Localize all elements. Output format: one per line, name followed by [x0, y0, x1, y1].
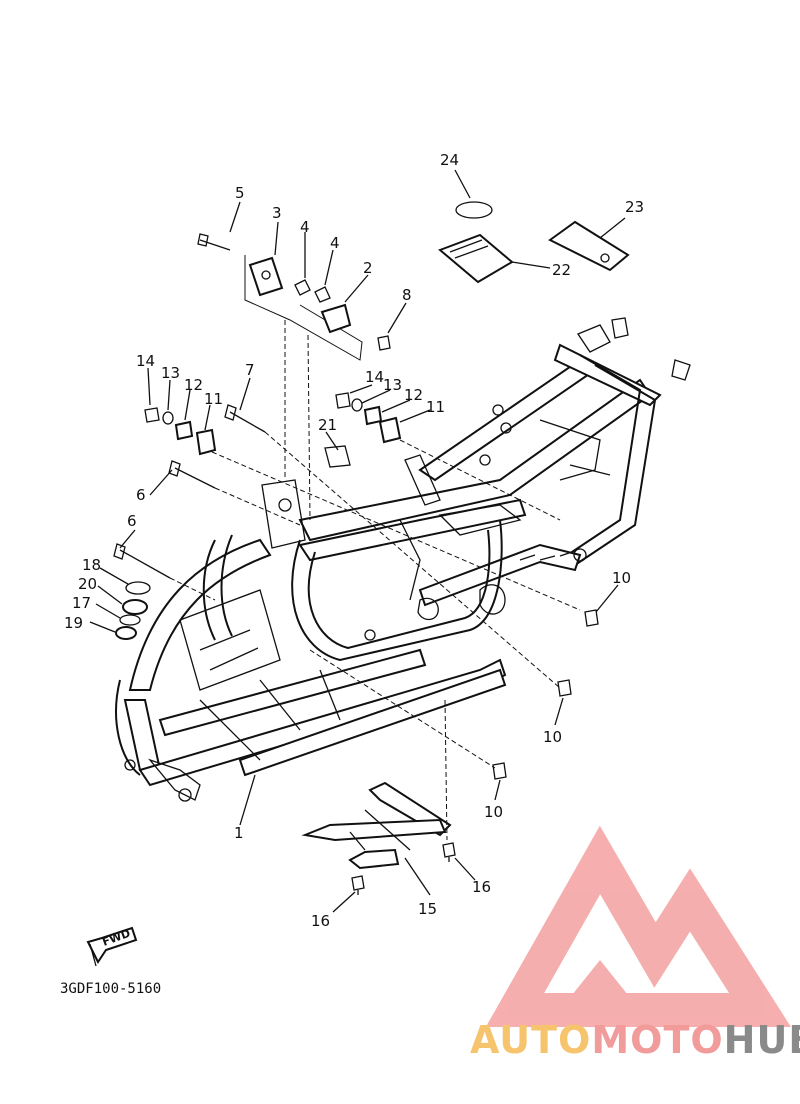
label-8: 7: [245, 361, 255, 379]
part-16-bolt-a: [442, 842, 456, 862]
part-11-bushing-right: [378, 416, 402, 444]
label-24: 24: [440, 151, 459, 169]
watermark-logo: [485, 825, 791, 1027]
part-4-nut-b: [314, 286, 331, 303]
part-3-bracket: [248, 256, 284, 297]
watermark-text: AUTOMOTOHUB: [470, 1018, 800, 1062]
part-20-rubber: [122, 599, 148, 615]
leader-lines: [89, 169, 626, 913]
part-7-bolt: [168, 460, 216, 489]
part-18-washer: [125, 581, 151, 595]
part-10-nut-c: [492, 762, 507, 780]
label-10-a: 10: [612, 569, 631, 587]
label-1: 1: [234, 824, 244, 842]
part-14-nut-left: [144, 407, 160, 423]
part-13-washer-left: [162, 411, 174, 425]
watermark-auto: AUTO: [470, 1018, 591, 1062]
frame-main-drawing: [115, 317, 691, 802]
part-4-nut-a: [294, 279, 311, 296]
part-labels: 24 23 22 5 3 4 4 2 8 14 13 12 11 7 14 13…: [64, 151, 644, 930]
part-12-collar-right: [363, 405, 383, 426]
label-21: 21: [318, 416, 337, 434]
part-5-bolt: [197, 233, 231, 251]
label-4-b: 4: [330, 234, 340, 252]
watermark-hub: HUB: [724, 1018, 800, 1062]
part-21-label: [324, 445, 351, 468]
label-17: 17: [72, 594, 91, 612]
label-4-a: 4: [300, 218, 310, 236]
part-19-washer: [115, 626, 137, 640]
part-8-bolt: [224, 404, 266, 433]
part-11-bushing-left: [195, 428, 217, 456]
label-15: 15: [418, 900, 437, 918]
svg-text:AUTOMOTOHUB: AUTOMOTOHUB: [470, 1018, 800, 1062]
part-6-bolt: [113, 543, 171, 579]
label-12-left: 12: [184, 376, 203, 394]
label-16-a: 16: [472, 878, 491, 896]
label-18: 18: [82, 556, 101, 574]
label-14-right: 14: [365, 368, 384, 386]
label-20: 20: [78, 575, 97, 593]
watermark-moto: MOTO: [591, 1018, 723, 1062]
part-9-nut: [377, 335, 391, 351]
label-7: 6: [136, 486, 146, 504]
label-3: 3: [272, 204, 282, 222]
fwd-arrow-icon: FWD: [86, 926, 138, 967]
label-2: 2: [363, 259, 373, 277]
label-11-left: 11: [204, 390, 223, 408]
label-10-b: 10: [543, 728, 562, 746]
label-19: 19: [64, 614, 83, 632]
label-13-left: 13: [161, 364, 180, 382]
part-10-nut-a: [584, 609, 599, 627]
part-2-bracket: [320, 303, 352, 334]
part-10-nut-b: [557, 679, 572, 697]
label-6-visible: 6: [127, 512, 137, 530]
label-12-right: 12: [404, 386, 423, 404]
part-14-nut-right: [335, 392, 351, 409]
label-9: 8: [402, 286, 412, 304]
label-11-right: 11: [426, 398, 445, 416]
part-24-ring: [455, 201, 493, 219]
label-14-left: 14: [136, 352, 155, 370]
label-13-right: 13: [383, 376, 402, 394]
label-22: 22: [552, 261, 571, 279]
part-13-washer-right: [351, 398, 363, 412]
label-16-b: 16: [311, 912, 330, 930]
label-10-c: 10: [484, 803, 503, 821]
part-16-bolt-b: [351, 875, 365, 895]
label-23: 23: [625, 198, 644, 216]
part-17-collar: [119, 614, 141, 626]
part-12-collar-left: [174, 420, 194, 441]
label-5: 5: [235, 184, 245, 202]
drawing-code: 3GDF100-5160: [60, 981, 161, 997]
